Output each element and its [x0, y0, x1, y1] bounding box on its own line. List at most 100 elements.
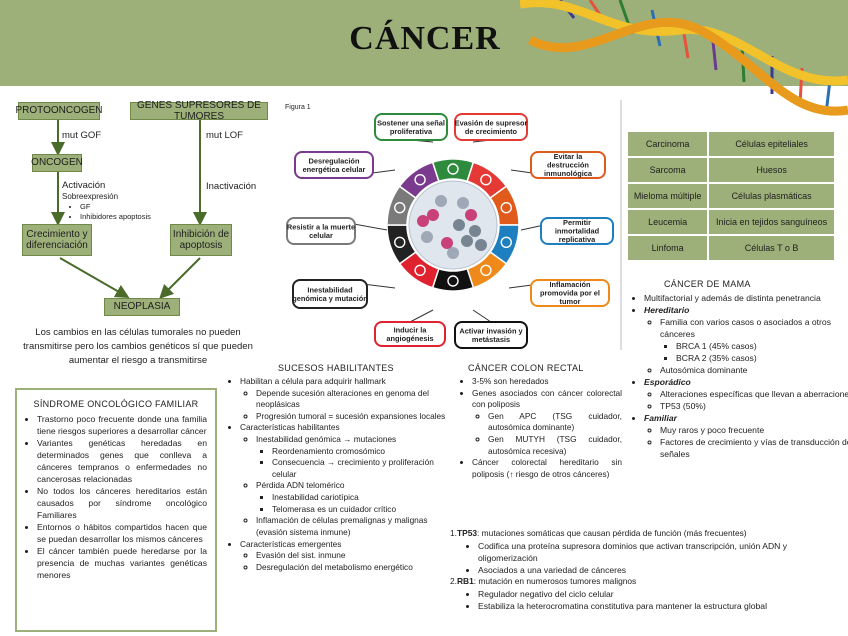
perdida-text: Pérdida ADN telomérico [256, 480, 345, 491]
familiar-label: Familiar [644, 413, 677, 424]
origin-cell: Huesos [709, 158, 834, 182]
hallmark-symbol-icon [394, 201, 406, 214]
hallmark-segment [398, 161, 440, 200]
list-item: Muy raros y poco frecuente [660, 424, 848, 436]
emergentes-text: Características emergentes [240, 538, 342, 549]
tumor-cell [461, 235, 473, 247]
mut-gof-label: mut GOF [62, 130, 102, 141]
tp53-list: Codifica una proteína supresora dominios… [450, 540, 844, 576]
list-item: Gen APC (TSG cuidador, autosómica domina… [488, 411, 622, 434]
list-item: Estabiliza la heterocromatina constituti… [478, 600, 844, 612]
rb1-list: Regulador negativo del ciclo celular Est… [450, 588, 844, 612]
list-item: BCRA 2 (35% casos) [676, 352, 848, 364]
list-item: Codifica una proteína supresora dominios… [478, 540, 844, 564]
hallmark-symbol-icon [394, 236, 406, 249]
flow-arrows [51, 118, 207, 299]
list-item: No todos los cánceres hereditarios están… [37, 485, 207, 521]
cancer-type-cell: Sarcoma [628, 158, 708, 182]
rb1-number: 2. [450, 575, 457, 586]
hallmark-symbol-icon [500, 201, 512, 214]
hallmark-symbol-icon [414, 264, 426, 277]
cancer-type-cell: Linfoma [628, 236, 708, 260]
list-item: El cáncer también puede heredarse por la… [37, 545, 207, 581]
mama-title: CÁNCER DE MAMA [664, 279, 751, 289]
hallmark-symbol-icon [480, 264, 492, 277]
rb1-line: 2.RB1: mutación en numerosos tumores mal… [450, 576, 844, 588]
list-item: Multifactorial y además de distinta pene… [644, 292, 848, 304]
list-item: Entornos o hábitos compartidos hacen que… [37, 521, 207, 545]
tumor-cell [447, 247, 459, 259]
list-item: Reordenamiento cromosómico [272, 446, 458, 458]
tp53-desc: : mutaciones somáticas que causan pérdid… [477, 528, 747, 538]
list-item: Genes asociados con cáncer colorectal co… [472, 388, 622, 458]
tumor-cell [469, 225, 481, 237]
origin-cell: Células T o B [709, 236, 834, 260]
hereditario-label: Hereditario [644, 305, 690, 316]
tumor-cell [475, 239, 487, 251]
sobreexpresion-label: Sobreexpresión [62, 192, 119, 201]
transmision-note: Los cambios en las células tumorales no … [23, 327, 253, 366]
page-title: CÁNCER [349, 20, 501, 57]
mama-list: Multifactorial y además de distinta pene… [630, 292, 848, 460]
hallmark-symbol-icon [414, 173, 426, 186]
list-item: Gen MUTYH (TSG cuidador, autosómica rece… [488, 434, 622, 457]
hallmark-wheel [386, 158, 520, 292]
rb1-name: RB1 [457, 575, 474, 586]
tp53-number: 1. [450, 528, 457, 538]
tp53-name: TP53 [457, 528, 478, 538]
list-item: Factores de crecimiento y vías de transd… [660, 436, 848, 460]
list-item: Cáncer colorectal hereditario sin polipo… [472, 457, 622, 480]
caracteristicas-text: Características habilitantes [240, 422, 340, 433]
genes-section: 1.TP53: mutaciones somáticas que causan … [450, 528, 844, 612]
cancer-type-cell: Mieloma múltiple [628, 184, 708, 208]
list-item: Familia con varios casos o asociados a o… [660, 316, 848, 340]
sucesos-title: SUCESOS HABILITANTES [278, 363, 394, 373]
cancer-type-cell: Carcinoma [628, 132, 708, 156]
activacion-list: GF Inhibidores apoptosis [66, 202, 151, 222]
list-item: Inestabilidad cariotípica [272, 492, 458, 504]
connector-line [472, 309, 492, 323]
genes-asociados-text: Genes asociados con cáncer colorectal co… [472, 387, 622, 410]
list-item: TP53 (50%) [660, 400, 848, 412]
mut-lof-label: mut LOF [206, 130, 243, 141]
list-item: Inestabilidad genómica → mutaciones Reor… [256, 434, 458, 480]
colon-title: CÁNCER COLON RECTAL [468, 363, 584, 373]
list-item: Depende sucesión alteraciones en genoma … [256, 388, 458, 411]
origin-cell: Células plasmáticas [709, 184, 834, 208]
hallmark-segment [431, 158, 475, 183]
figure-label: Figura 1 [285, 104, 311, 111]
list-item: Inhibidores apoptosis [80, 212, 151, 222]
sindrome-box: SÍNDROME ONCOLÓGICO FAMILIAR Trastorno p… [15, 388, 217, 632]
esporadico-label: Esporádico [644, 377, 691, 388]
sindrome-title: SÍNDROME ONCOLÓGICO FAMILIAR [33, 399, 199, 409]
tumor-cell [421, 231, 433, 243]
hallmark-segment [431, 267, 475, 292]
genes-supresores-box: GENES SUPRESORES DE TUMORES [130, 100, 268, 122]
tumor-cell [417, 215, 429, 227]
neoplasia-box: NEOPLASIA [104, 298, 180, 316]
inactivacion-label: Inactivación [206, 181, 257, 192]
habilitan-text: Habilitan a célula para adquirir hallmar… [240, 376, 386, 386]
list-item: Asociados a una variedad de cánceres [478, 564, 844, 576]
origin-cell: Inicia en tejidos sanguíneos [709, 210, 834, 234]
list-item: BRCA 1 (45% casos) [676, 340, 848, 352]
list-item: Características emergentes Evasión del s… [240, 539, 458, 574]
list-item: Variantes genéticas heredadas en determi… [37, 437, 207, 485]
list-item: Inflamación de células premalignas y mal… [256, 515, 458, 538]
list-item: Autosómica dominante [660, 364, 848, 376]
